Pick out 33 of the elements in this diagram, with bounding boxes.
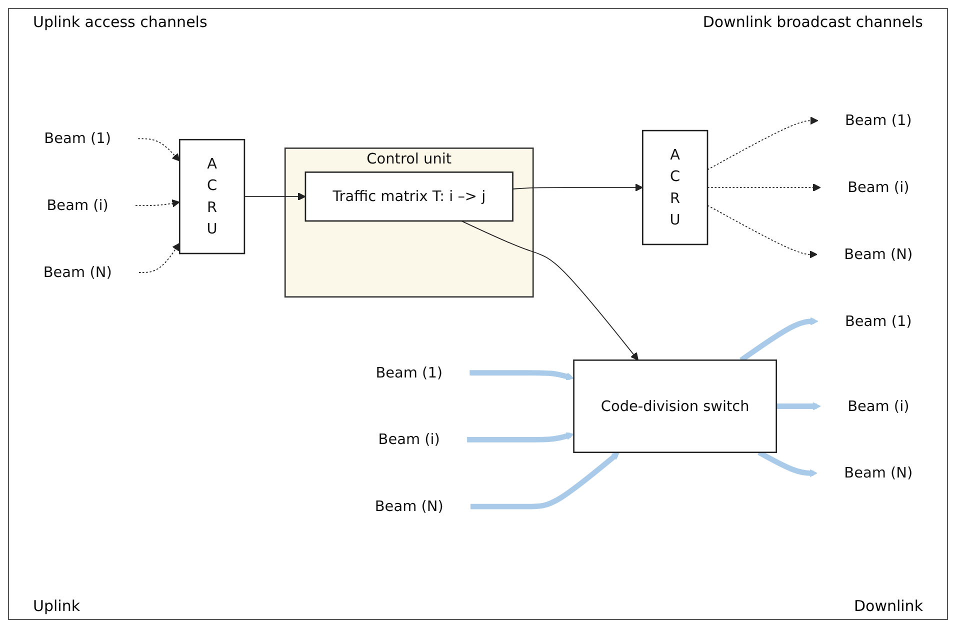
arrow [244,192,306,201]
node-text: Beam (N) [43,264,112,281]
node-text: Beam (1) [844,112,912,130]
arrow [467,432,574,443]
arrow [707,184,821,192]
arrow [138,243,180,274]
arrow [138,138,180,162]
node-box: Traffic matrix T: i –> j [304,172,514,222]
arrow [135,200,180,208]
node-text: Beam (N) [844,246,913,263]
node-text: Beam (i) [46,196,108,214]
node-text: Beam (N) [374,498,444,516]
node-box: A C R U [642,130,708,246]
node-text: Beam (1) [844,312,912,330]
node-box: Code-division switch [573,360,778,454]
arrow [707,205,818,259]
node-text: Beam (N) [844,464,913,482]
node-text: Beam (i) [378,431,440,448]
arrow [470,452,620,510]
arrow [470,370,574,381]
downlink-label: Downlink [854,597,923,615]
arrow [776,402,821,411]
node-text: Beam (i) [848,398,910,415]
arrow [707,117,818,171]
downlink-label: Downlink broadcast channels [702,13,923,31]
uplink-label: Uplink [33,597,80,615]
node-text: Beam (i) [848,178,910,196]
arrow [460,220,639,361]
node-box: A C R U [178,139,246,255]
uplink-label: Uplink access channels [33,13,208,31]
arrow [512,184,644,192]
node-text: Beam (1) [376,364,443,382]
node-text: Beam (1) [44,130,112,148]
